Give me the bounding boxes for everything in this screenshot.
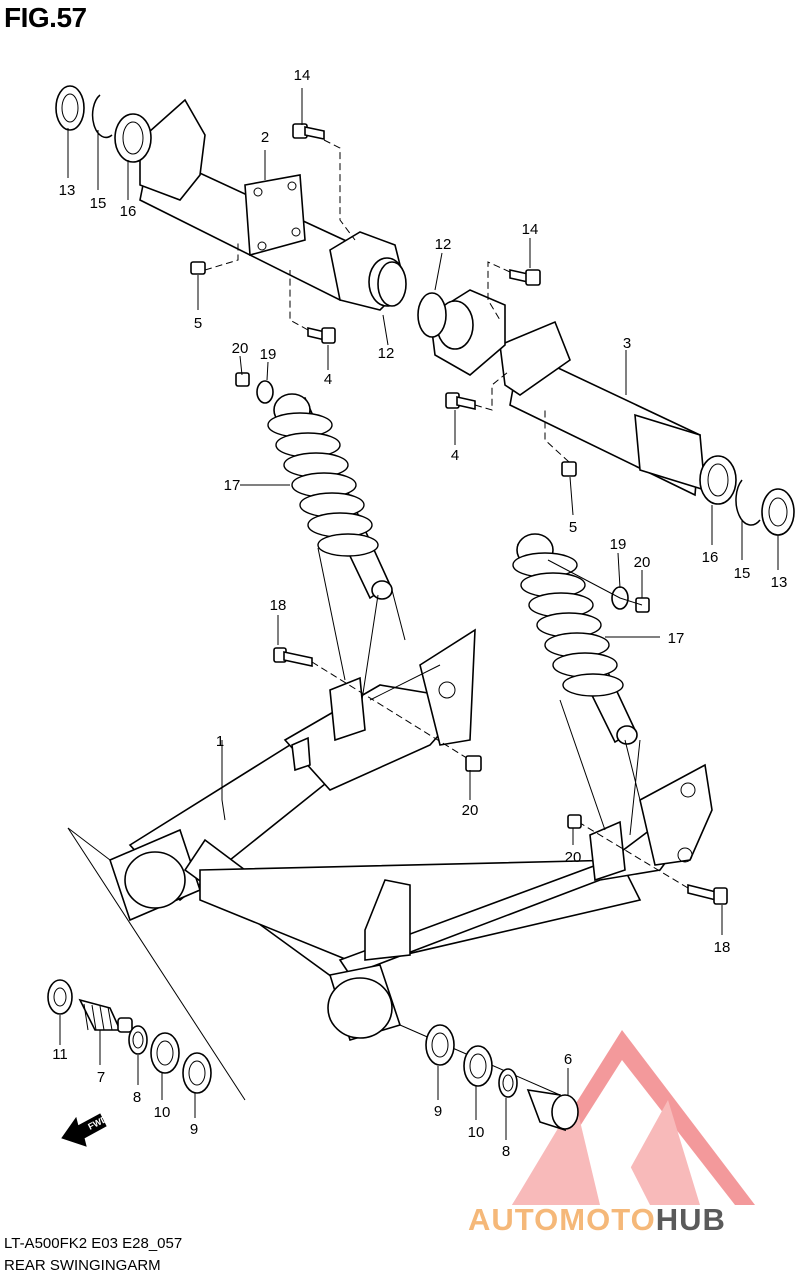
callout-20-swingarm-right: 20 [565,849,582,866]
callout-8-right: 8 [502,1143,510,1160]
seal-10-right [463,1045,493,1087]
left-hub-seals [55,85,152,163]
callout-8-left: 8 [133,1089,141,1106]
seal-10-left [150,1032,180,1074]
callout-12-left: 12 [378,345,395,362]
callout-15-right: 15 [734,565,751,582]
axle-housing-right [429,289,706,497]
callout-19-left: 19 [260,346,277,363]
shock-absorber-left [267,393,393,600]
watermark-text: AUTOMOTOHUB [468,1202,726,1238]
callout-6: 6 [564,1051,572,1068]
right-hub-seals [699,455,795,536]
nut-20-swingarm-right [567,814,582,829]
o-ring-left [377,261,407,307]
callout-5-right: 5 [569,519,577,536]
callout-17-left: 17 [224,477,241,494]
nut-20-swingarm-left [465,755,482,772]
callout-20-swingarm-left: 20 [462,802,479,819]
spacer-8-right [498,1068,518,1098]
callout-10-right: 10 [468,1124,485,1141]
washer-19-left [256,380,274,404]
fwd-arrow-icon: FWD [61,1113,110,1147]
callout-20-top-left: 20 [232,340,249,357]
callout-18-right: 18 [714,939,731,956]
callout-4-right: 4 [451,447,459,464]
callout-11: 11 [52,1046,68,1063]
bolt-4-right [445,392,476,410]
bolt-18-right [687,883,728,905]
callout-10-left: 10 [154,1104,171,1121]
model-code: LT-A500FK2 E03 E28_057 [4,1235,183,1252]
callout-7: 7 [97,1069,105,1086]
nut-20-top-right [635,597,650,613]
callout-14-right: 14 [522,221,539,238]
callout-2: 2 [261,129,269,146]
bolt-14-left [292,123,325,140]
callout-5-left: 5 [194,315,202,332]
figure-caption: REAR SWINGINGARM [4,1257,161,1274]
callout-16-right: 16 [702,549,719,566]
nut-20-top-left [235,372,250,387]
bearing-9-right [425,1024,455,1066]
bolt-18-left [273,647,313,667]
callout-18-left: 18 [270,597,287,614]
callout-13-left: 13 [59,182,76,199]
bolt-4-left [307,326,336,344]
callout-1: 1 [216,733,224,750]
pivot-bolt-7 [78,998,133,1033]
leader-lines [59,88,779,1140]
axle-housing-left [139,98,406,311]
shock-absorber-right [512,533,638,745]
watermark-text-hub: HUB [655,1202,726,1237]
callout-3: 3 [623,335,631,352]
nut-5-right [561,461,577,477]
nut-5-left [190,261,206,275]
spacer-8-left [128,1025,148,1055]
pivot-shaft-6 [526,1088,579,1132]
callout-13-right: 13 [771,574,788,591]
callout-20-top-right: 20 [634,554,651,571]
callout-15-left: 15 [90,195,107,212]
callout-17-right: 17 [668,630,685,647]
o-ring-right [417,292,447,338]
callout-16-left: 16 [120,203,137,220]
callout-9-left: 9 [190,1121,198,1138]
swingarm [109,628,713,1041]
figure-title: FIG.57 [4,2,87,33]
callout-12-right: 12 [435,236,452,253]
bolt-14-right [509,269,541,286]
callout-19-right: 19 [610,536,627,553]
bearing-9-left [182,1052,212,1094]
nut-11 [47,979,73,1015]
watermark-text-automoto: AUTOMOTO [468,1202,656,1237]
callout-14-left: 14 [294,67,311,84]
callout-9-right: 9 [434,1103,442,1120]
callout-4-left: 4 [324,371,332,388]
